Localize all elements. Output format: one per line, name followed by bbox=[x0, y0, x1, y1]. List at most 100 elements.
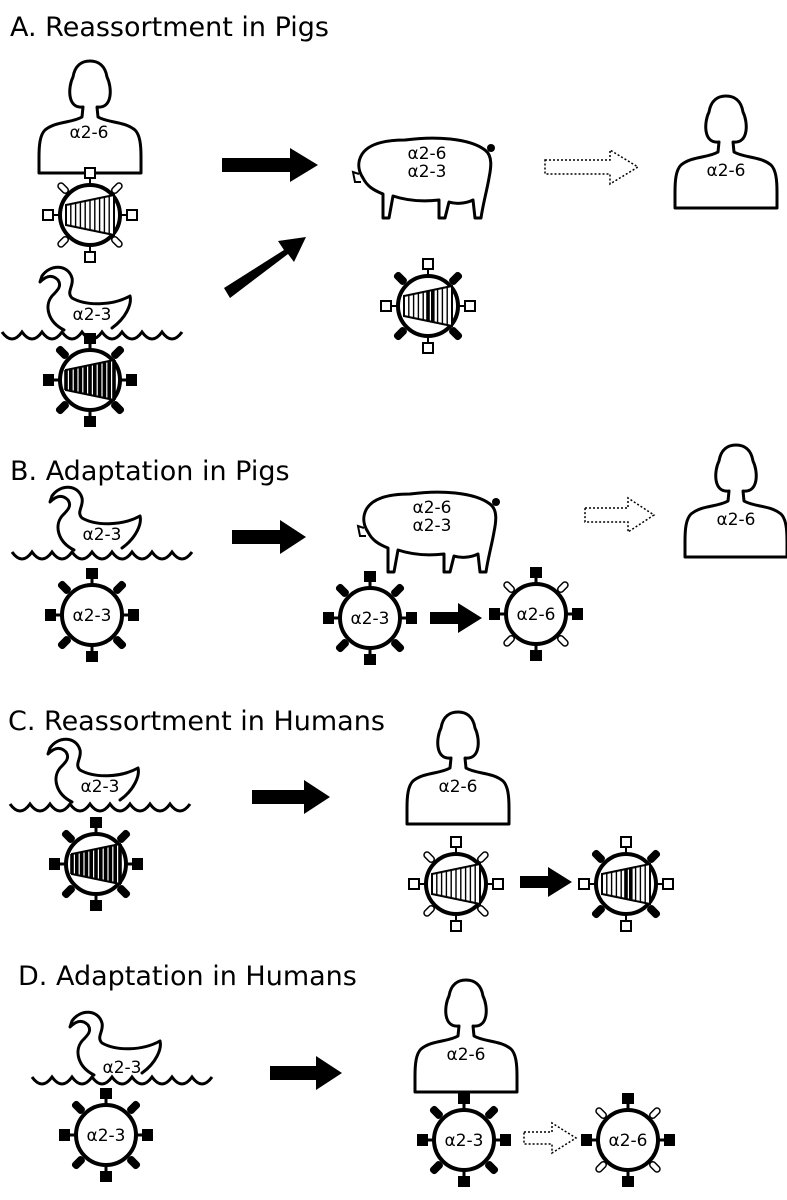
panel-b-pig-label-2: α2-3 bbox=[413, 516, 452, 536]
virus-c-human bbox=[408, 836, 504, 932]
panel-c-duck: α2-3 bbox=[8, 737, 192, 813]
panel-c-small-arrow bbox=[520, 867, 572, 897]
spike bbox=[71, 1156, 85, 1170]
spike bbox=[591, 905, 605, 919]
virus-b-after: α2-6 bbox=[489, 567, 583, 661]
panel-d-dotted-arrow bbox=[523, 1121, 578, 1155]
spike bbox=[429, 1161, 443, 1175]
segmented-genome-core bbox=[65, 193, 115, 237]
spike bbox=[656, 878, 674, 890]
spike bbox=[422, 336, 434, 354]
spike bbox=[43, 374, 60, 386]
spike bbox=[449, 327, 463, 341]
panel-a-pig: α2-6 α2-3 bbox=[351, 136, 497, 220]
panel-a-human-target: α2-6 bbox=[673, 94, 779, 210]
spike bbox=[450, 914, 462, 932]
spike bbox=[100, 1088, 112, 1105]
spike bbox=[476, 904, 489, 917]
panel-a-arrow-duck-to-pig bbox=[224, 237, 306, 298]
spike bbox=[648, 1160, 661, 1173]
spike bbox=[86, 645, 98, 662]
spike bbox=[658, 1134, 675, 1146]
panel-d-human-label: α2-6 bbox=[447, 1045, 486, 1065]
panel-b-dotted-arrow bbox=[584, 496, 656, 534]
virus-envelope bbox=[504, 582, 568, 646]
spike bbox=[449, 271, 463, 285]
panel-a-title: A. Reassortment in Pigs bbox=[10, 12, 329, 43]
panel-b-virus-before-label: α2-3 bbox=[351, 609, 390, 629]
spike bbox=[422, 258, 434, 276]
panel-c-arrow bbox=[252, 780, 330, 814]
panel-b-arrow bbox=[232, 520, 306, 554]
spike bbox=[485, 1161, 499, 1175]
spike bbox=[120, 374, 137, 386]
spike bbox=[117, 885, 131, 899]
spike bbox=[476, 851, 489, 864]
spike bbox=[126, 858, 143, 870]
spike bbox=[458, 1093, 470, 1110]
panel-a-pig-label-2: α2-3 bbox=[408, 162, 447, 182]
spike bbox=[71, 1100, 85, 1114]
spike bbox=[335, 583, 349, 597]
panel-a-human-target-label: α2-6 bbox=[707, 161, 746, 181]
spike bbox=[591, 849, 605, 863]
panel-a-pig-label-1: α2-6 bbox=[408, 144, 447, 164]
spike bbox=[503, 634, 516, 647]
spike bbox=[49, 858, 66, 870]
spike bbox=[556, 634, 569, 647]
virus-envelope bbox=[74, 1103, 138, 1167]
segmented-genome-core bbox=[601, 862, 651, 906]
spike bbox=[450, 836, 462, 854]
panel-d-duck-label: α2-3 bbox=[103, 1058, 142, 1078]
spike bbox=[556, 581, 569, 594]
segmented-genome-core bbox=[70, 842, 122, 886]
virus-human-striped bbox=[42, 167, 138, 263]
spike bbox=[90, 817, 102, 834]
spike bbox=[578, 878, 596, 890]
spike bbox=[393, 327, 407, 341]
panel-a-human-source-label: α2-6 bbox=[70, 123, 109, 143]
spike bbox=[429, 1105, 443, 1119]
spike bbox=[380, 300, 398, 312]
spike bbox=[127, 1156, 141, 1170]
virus-avian-striped bbox=[43, 333, 137, 427]
panel-d-title: D. Adaptation in Humans bbox=[18, 961, 357, 992]
spike bbox=[494, 1134, 511, 1146]
spike bbox=[42, 209, 60, 221]
panel-d-duck: α2-3 bbox=[30, 1010, 214, 1086]
panel-c-human: α2-6 bbox=[405, 710, 511, 826]
panel-d-virus-before-label: α2-3 bbox=[445, 1131, 484, 1151]
spike bbox=[458, 300, 476, 312]
spike bbox=[61, 885, 75, 899]
virus-d-before: α2-3 bbox=[417, 1093, 511, 1187]
spike bbox=[113, 636, 127, 650]
spike bbox=[391, 583, 405, 597]
panel-a-arrow-human-to-pig bbox=[222, 148, 318, 182]
spike bbox=[595, 1160, 608, 1173]
virus-d-after: α2-6 bbox=[581, 1093, 675, 1187]
spike bbox=[581, 1134, 598, 1146]
virus-c-reassortant bbox=[578, 836, 674, 932]
panel-b-pig: α2-6 α2-3 bbox=[356, 490, 502, 574]
spike bbox=[486, 878, 504, 890]
panel-b-virus-after-label: α2-6 bbox=[517, 605, 556, 625]
virus-envelope bbox=[60, 583, 124, 647]
panel-b-duck: α2-3 bbox=[10, 485, 194, 561]
virus-envelope bbox=[596, 1108, 660, 1172]
spike bbox=[622, 1170, 634, 1187]
spike bbox=[364, 571, 376, 588]
spike bbox=[647, 849, 661, 863]
panel-c-duck-label: α2-3 bbox=[81, 777, 120, 797]
panel-d-duck-virus-label: α2-3 bbox=[87, 1126, 126, 1146]
spike bbox=[423, 904, 436, 917]
spike bbox=[127, 1100, 141, 1114]
panel-b-human-target-label: α2-6 bbox=[717, 510, 756, 530]
spike bbox=[503, 581, 516, 594]
spike bbox=[408, 878, 426, 890]
spike bbox=[120, 209, 138, 221]
virus-reassortant-a bbox=[380, 258, 476, 354]
panel-a-duck-label: α2-3 bbox=[73, 305, 112, 325]
segmented-genome-core bbox=[431, 862, 481, 906]
spike bbox=[417, 1134, 434, 1146]
